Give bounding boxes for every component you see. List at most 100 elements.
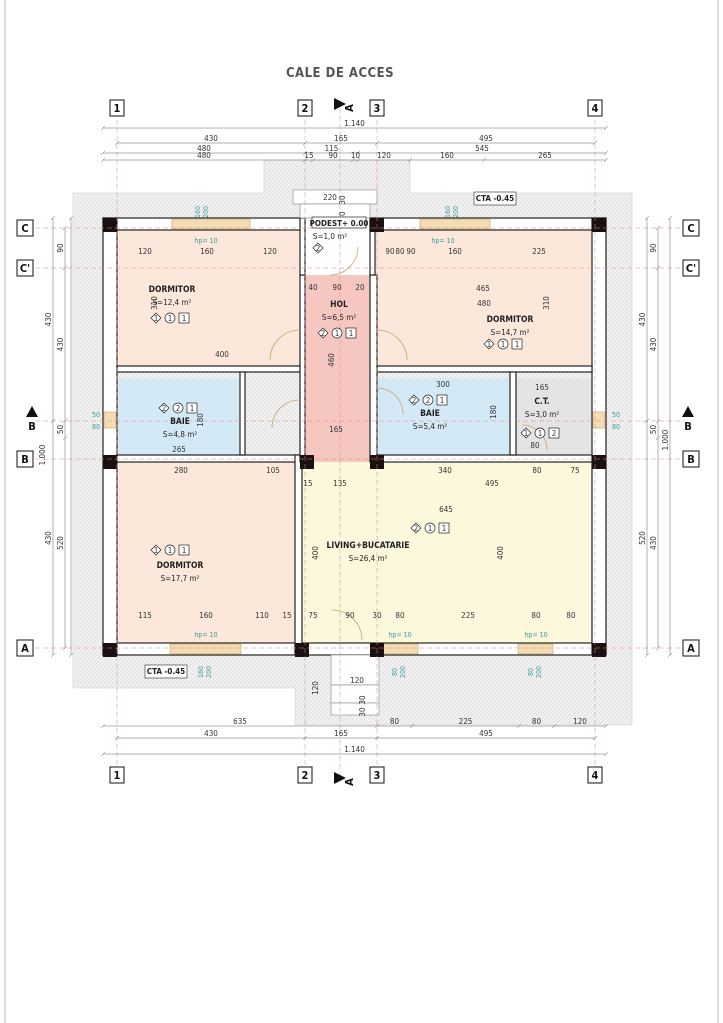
interior-dimension: 80 [566, 611, 576, 620]
wall-finish-code: 1 [428, 524, 433, 533]
grid-label-column: 3 [374, 102, 381, 115]
finish-wall-icon [164, 312, 176, 324]
wall-left [102, 217, 118, 656]
interior-dimension: 75 [308, 611, 317, 620]
interior-dimension: 645 [439, 505, 453, 514]
step-3 [330, 702, 380, 716]
room-name: HOL [330, 300, 348, 310]
total-height-label: 1.000 [661, 429, 670, 450]
interior-dimension: 120 [311, 681, 320, 695]
grid-bubble [682, 639, 700, 657]
room-name: DORMITOR [149, 285, 196, 295]
grid-bubble [369, 99, 385, 117]
grid-bubble [109, 99, 125, 117]
interior-dimension: 220 [323, 193, 337, 202]
podest-step-2 [299, 203, 371, 219]
interior-dimension: 30 [358, 707, 367, 717]
grid-label-column: 3 [374, 769, 381, 782]
door-swing-bath-1[interactable] [271, 399, 301, 429]
interior-dimension: 80 [530, 441, 540, 450]
section-b-label: B [28, 420, 36, 433]
dimension-label: 165 [334, 134, 348, 143]
door-swing-entry[interactable] [331, 609, 363, 641]
dimension-label: 50 [649, 425, 658, 435]
bedroom-1-fill [117, 230, 300, 366]
wall-hall-left [299, 274, 306, 463]
window-top-right [419, 218, 491, 230]
finish-wall-icon [164, 544, 176, 556]
dimension-label: 545 [475, 144, 489, 153]
door-swing-bedroom-2[interactable] [376, 329, 408, 361]
column [592, 218, 606, 232]
finish-floor-icon [483, 338, 495, 350]
podest-level-label: PODEST+ 0.00 [310, 219, 369, 228]
ceiling-finish-code: 1 [190, 404, 195, 413]
interior-dimension: 165 [535, 383, 549, 392]
grid-bubble [297, 99, 313, 117]
finish-wall-icon [172, 402, 184, 414]
room-area: S=3,0 m² [525, 410, 559, 419]
sill-height-label: hp= 10 [194, 237, 217, 245]
window-width-label: 160 [197, 666, 205, 678]
grid-label-row: C [21, 222, 28, 235]
drawing-title: CALE DE ACCES [286, 66, 394, 81]
finish-floor-icon [150, 312, 162, 324]
finish-floor-icon [158, 402, 170, 414]
window-height-label: 200 [535, 666, 543, 678]
interior-dimension: 90 [345, 611, 355, 620]
room-name: C.T. [534, 397, 549, 407]
floor-finish-code: 2 [162, 404, 167, 413]
wall-lower-left [116, 454, 301, 463]
dimension-label: 430 [204, 134, 218, 143]
finish-floor-icon [150, 544, 162, 556]
ceiling-finish-code: 1 [515, 340, 520, 349]
dimension-label: 225 [459, 717, 473, 726]
finish-ceiling-icon [345, 327, 357, 339]
door-swing-bath-2[interactable] [376, 387, 404, 415]
grid-bubble [16, 450, 34, 468]
interior-dimension: 225 [461, 611, 475, 620]
interior-dimension: 310 [150, 296, 159, 310]
wall-finish-code: 1 [538, 429, 543, 438]
wall-finish-code: 2 [426, 396, 431, 405]
terrain-level-label: CTA -0.45 [476, 194, 514, 203]
door-swing-bedroom-1[interactable] [269, 329, 301, 361]
dimension-label: 480 [197, 144, 211, 153]
room-area: S=14,7 m² [491, 328, 530, 337]
window-width-label: 80 [527, 668, 535, 676]
window-bottom-right [517, 643, 554, 655]
window-width-label: 160 [444, 206, 452, 218]
step-2 [330, 684, 380, 704]
tech-room-fill [516, 378, 592, 455]
grid-label-row: B [687, 453, 695, 466]
finish-wall-icon [534, 427, 546, 439]
section-arrow-icon [682, 406, 694, 417]
dimension-label: 15 [304, 151, 313, 160]
window-height-label: 200 [452, 206, 460, 218]
finish-ceiling-icon [436, 394, 448, 406]
wall-bath-1 [239, 371, 246, 456]
sill-height-label: hp= 10 [431, 237, 454, 245]
window-height-label: 200 [205, 666, 213, 678]
interior-dimension: 180 [489, 405, 498, 419]
interior-dimension: 340 [438, 466, 452, 475]
ceiling-finish-code: 1 [349, 329, 354, 338]
grid-bubble [297, 766, 313, 784]
floor-finish-code: 1 [524, 429, 529, 438]
dimension-label: 495 [479, 134, 493, 143]
wall-finish-code: 1 [168, 314, 173, 323]
interior-dimension: 80 [532, 466, 542, 475]
finish-ceiling-icon [438, 522, 450, 534]
window-bottom-mid [382, 643, 419, 655]
interior-dimension: 135 [333, 479, 347, 488]
interior-dimension: 400 [496, 546, 505, 560]
interior-dimension: 495 [485, 479, 499, 488]
window-height-label: 80 [612, 423, 620, 431]
grid-bubble [369, 766, 385, 784]
finish-floor-icon [312, 242, 324, 254]
dimension-label: 520 [638, 531, 647, 545]
door-swing-main[interactable] [329, 246, 359, 276]
dimension-label: 1.140 [344, 745, 365, 754]
floor-finish-code: 1 [154, 546, 159, 555]
